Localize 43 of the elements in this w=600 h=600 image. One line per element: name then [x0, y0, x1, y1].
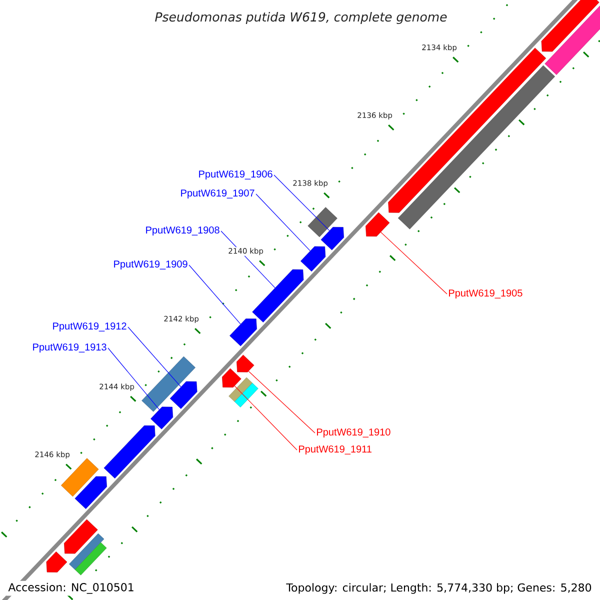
- gene-label: PputW619_1906: [199, 170, 272, 180]
- leader-line: [380, 232, 448, 294]
- gene-block: [541, 0, 600, 52]
- gene-block: [74, 476, 107, 509]
- gene-block: [252, 269, 304, 322]
- gene-label: PputW619_1913: [33, 343, 106, 353]
- gene-block: [222, 368, 242, 388]
- gene-label: PputW619_1905: [449, 289, 522, 299]
- leader-line: [234, 386, 298, 450]
- feature-block: [234, 382, 258, 408]
- feature-block: [142, 356, 196, 412]
- feature-block: [308, 207, 338, 238]
- gene-block: [64, 519, 98, 554]
- gene-block: [46, 552, 68, 572]
- gene-label: PputW619_1908: [146, 226, 220, 236]
- gene-label: PputW619_1907: [181, 189, 254, 199]
- accession-text: Accession: NC_010501: [6, 580, 136, 596]
- leader-line: [256, 194, 310, 252]
- gene-block: [104, 425, 156, 478]
- feature-block: [74, 542, 107, 576]
- gene-label: PputW619_1909: [114, 260, 188, 270]
- gene-block: [170, 381, 198, 409]
- gene-block: [320, 226, 344, 250]
- gene-block: [150, 406, 174, 430]
- feature-block: [228, 377, 252, 402]
- feature-block: [544, 4, 600, 75]
- title: Pseudomonas putida W619, complete genome: [155, 12, 447, 24]
- feature-block: [398, 65, 555, 230]
- gene-label: PputW619_1911: [299, 445, 372, 455]
- leader-line: [128, 326, 182, 388]
- leader-line: [274, 174, 330, 231]
- gene-label: PputW619_1910: [317, 428, 390, 438]
- gene-block: [236, 354, 254, 372]
- gene-block: [230, 318, 257, 346]
- gene-block: [366, 212, 390, 237]
- genome-info-text: Topology: circular; Length: 5,774,330 bp; Genes: 5,280: [284, 581, 594, 596]
- gene-block: [300, 246, 326, 272]
- leader-line: [108, 348, 160, 410]
- leader-line: [188, 264, 241, 324]
- feature-block: [69, 533, 104, 570]
- feature-block: [61, 458, 99, 497]
- gene-label: PputW619_1912: [53, 322, 126, 332]
- leader-line: [248, 370, 316, 434]
